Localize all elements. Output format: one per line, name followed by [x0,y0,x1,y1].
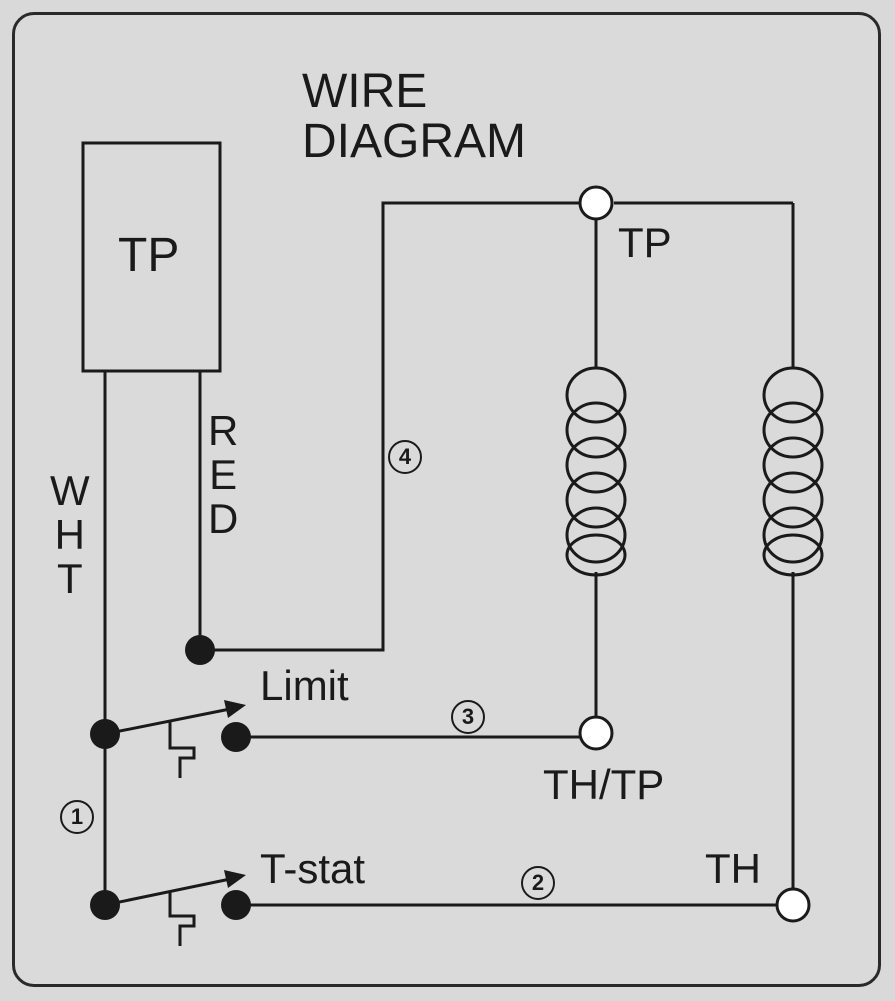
red-letter-d: D [208,495,239,542]
tstat-contact-dot [221,890,251,920]
limit-contact-dot [221,722,251,752]
tp-terminal-label: TP [618,219,672,266]
wht-letter-h: H [54,511,85,558]
limit-switch-label: Limit [260,662,349,709]
limit-common-dot [90,719,120,749]
th-heater-coil [762,366,824,577]
tp-component-box [81,141,222,373]
wht-wire-label: W H T [50,470,90,600]
tstat-common-dot [90,890,120,920]
tstat-switch-label: T-stat [260,845,366,892]
wire-number-2: 2 [521,866,555,900]
diagram-frame [12,12,881,987]
red-letter-e: E [209,451,238,498]
red-wire-label: R E D [208,410,238,540]
red-terminal-dot [185,635,215,665]
tp-box-label: TP [118,229,180,282]
wht-letter-w: W [50,467,90,514]
title-line-1: WIRE [302,65,428,118]
th-tp-heater-coil [565,366,627,577]
tstat-switch-arrow [224,870,246,888]
tp-terminal [578,185,614,221]
th-tp-terminal [578,715,614,751]
wire-4 [200,201,580,652]
wire-number-3: 3 [451,700,485,734]
th-terminal-label: TH [705,845,761,892]
limit-bimetal-symbol [168,722,196,778]
wire-number-4: 4 [388,440,422,474]
wht-letter-t: T [57,555,83,602]
limit-switch-arrow [224,700,246,718]
th-terminal [775,887,811,923]
red-letter-r: R [208,407,239,454]
th-tp-terminal-label: TH/TP [543,761,665,808]
title-line-2: DIAGRAM [302,115,527,168]
limit-switch-arm [104,706,236,736]
tstat-bimetal-symbol [168,891,196,946]
wire-number-1: 1 [60,800,94,834]
